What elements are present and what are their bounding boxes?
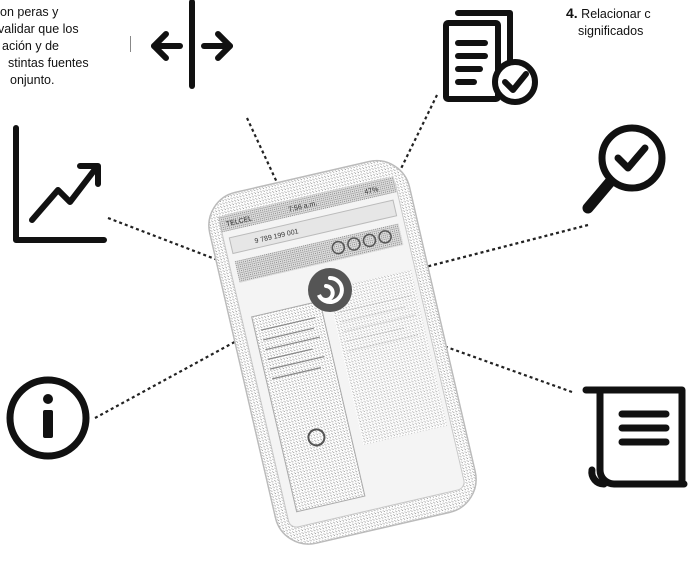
step-number: 4. [566,5,578,21]
left-line: ación y de [2,39,59,53]
growth-chart-icon [13,125,107,243]
phone-illustration: TELCEL 7:56 a.m. 47% 9 789 199 001 [208,159,477,545]
left-line: on peras y [0,5,59,19]
left-line: validar que los [0,22,79,36]
scroll-icon [582,386,688,488]
left-description: on peras y validar que los ación y de st… [0,4,132,89]
divider-tick [130,36,131,52]
right-line: significados [578,24,644,38]
phone-battery: 47% [364,186,379,196]
left-line: stintas fuentes [8,56,89,70]
right-description: 4. Relacionar c significados [566,5,651,40]
app-logo-icon [308,268,352,312]
info-icon [6,376,90,460]
search-check-icon [582,124,666,214]
split-arrows-icon [151,0,233,89]
right-line: Relacionar c [581,7,651,21]
document-check-icon [443,10,538,105]
connector-search [374,223,589,282]
left-line: onjunto. [10,73,55,87]
